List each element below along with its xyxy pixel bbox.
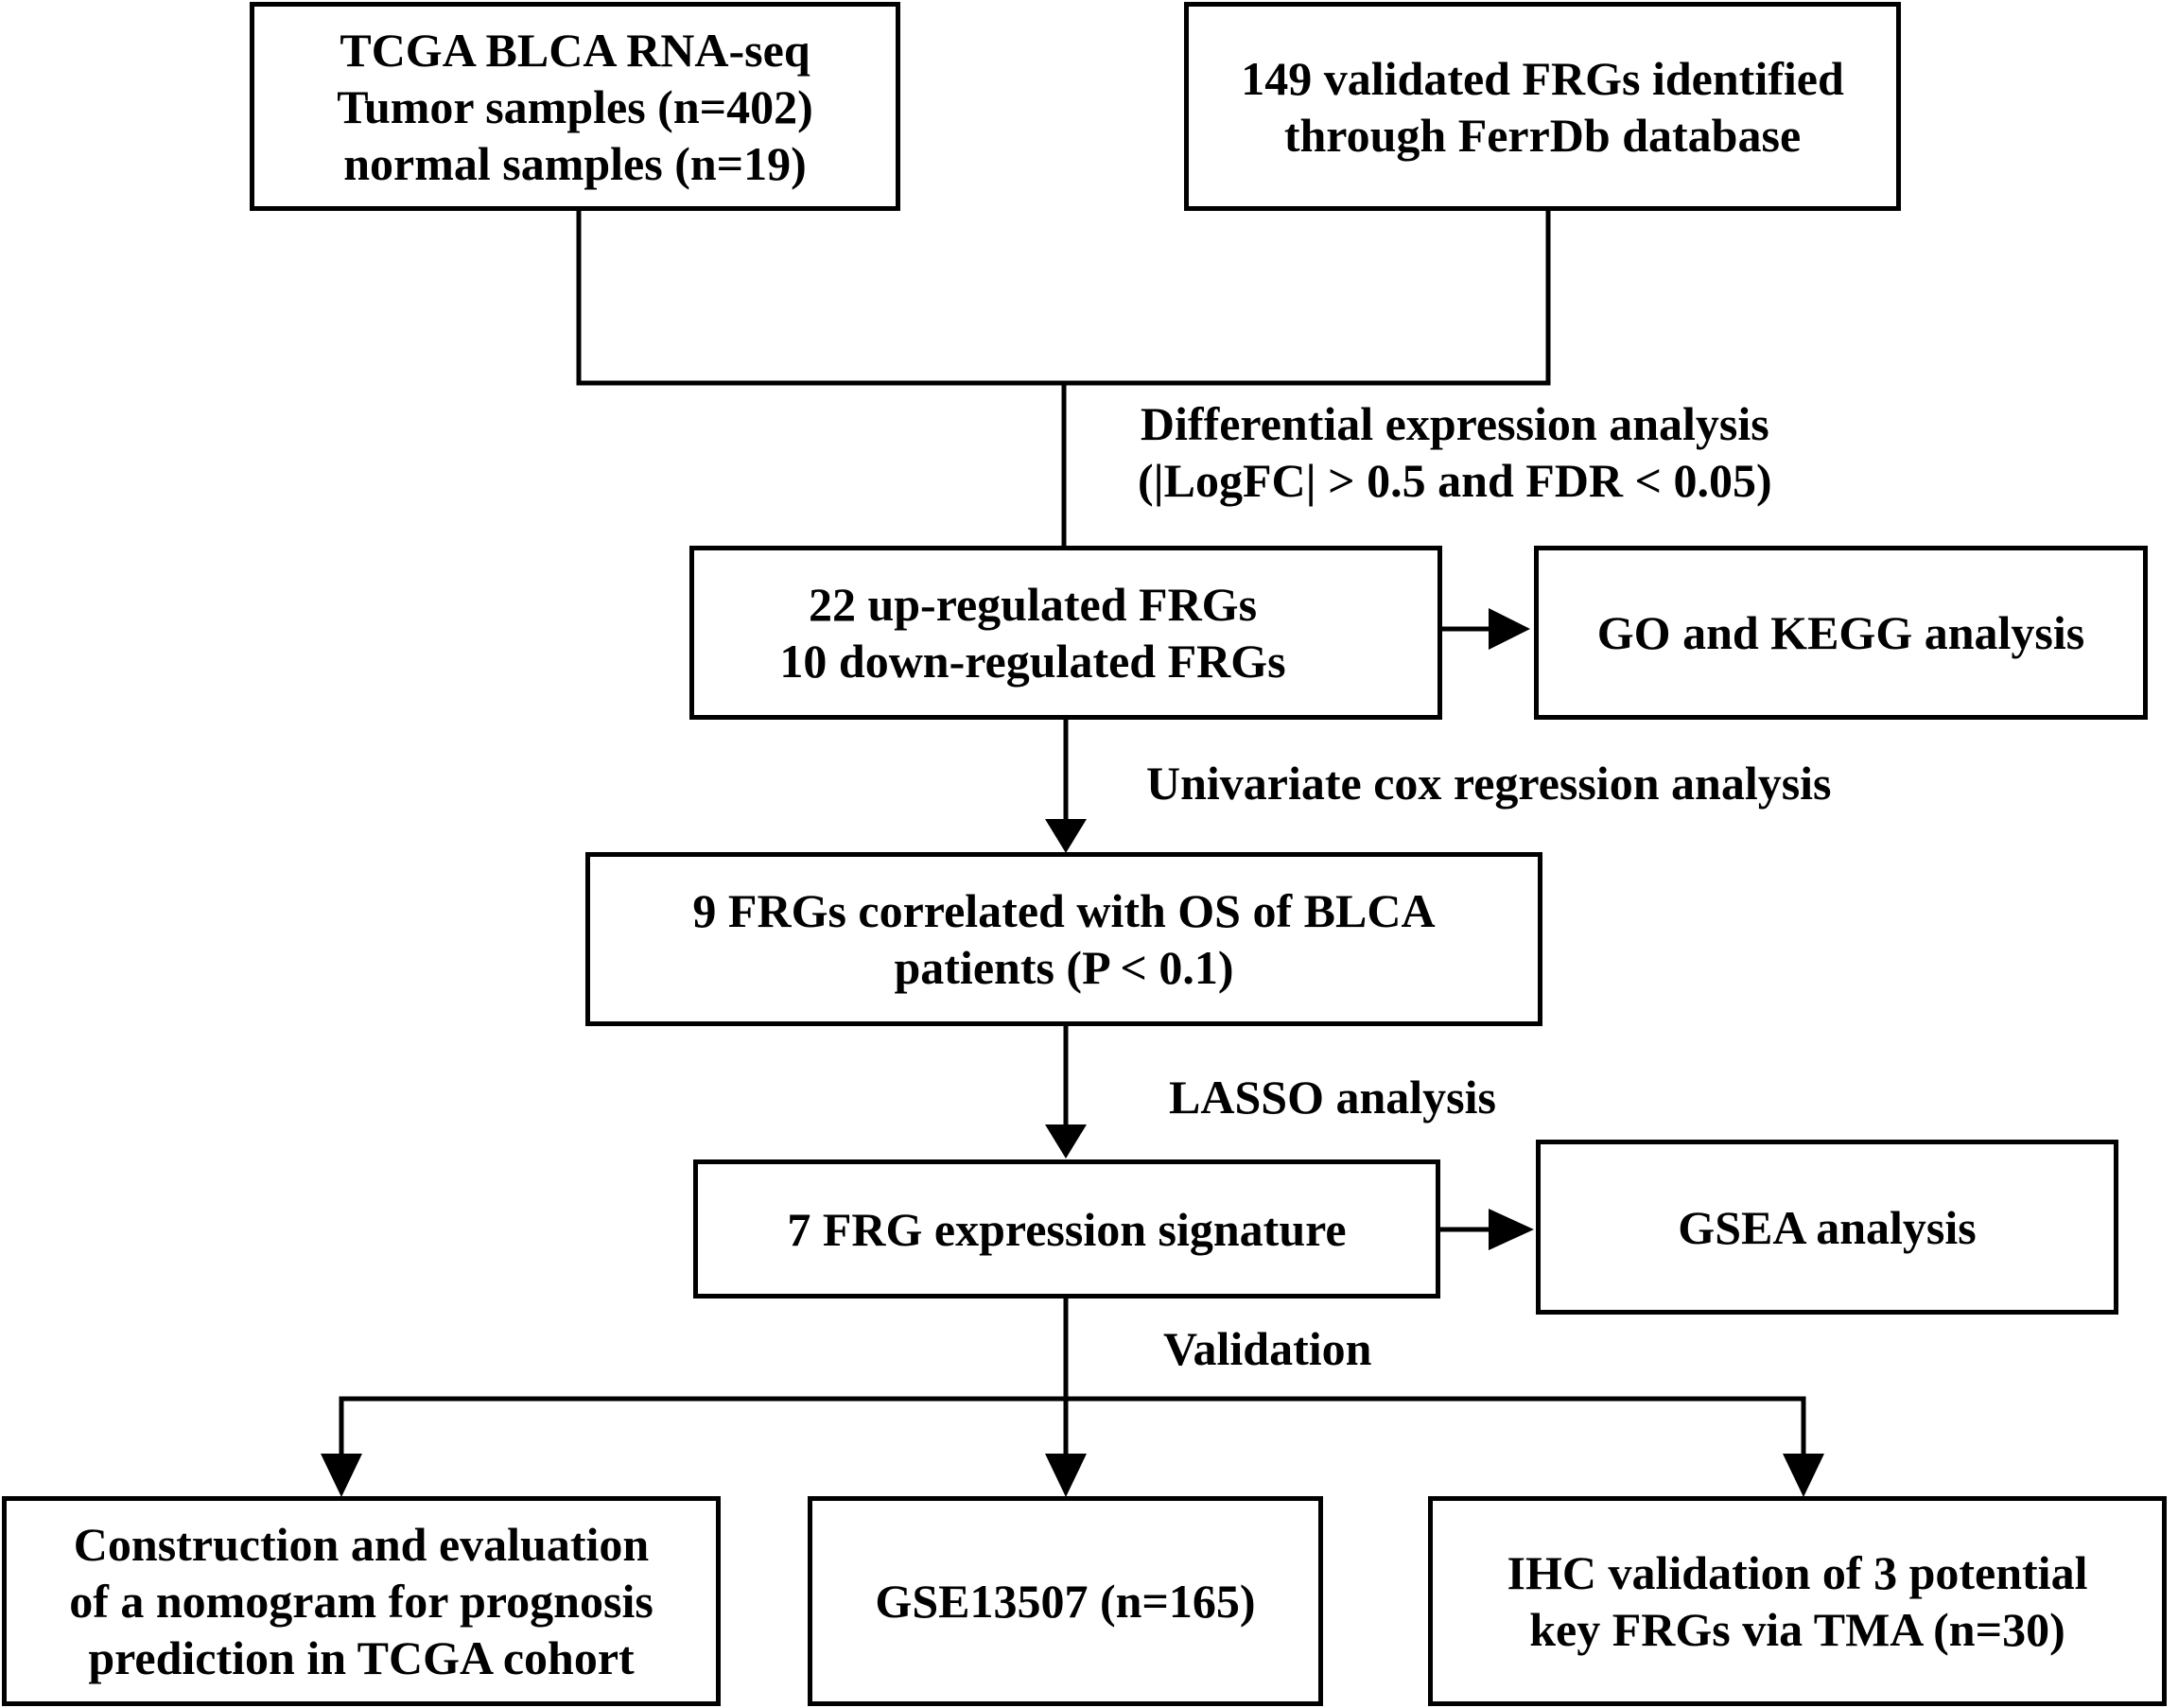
label-lasso-line-1: LASSO analysis [1169, 1071, 1496, 1124]
box-go-kegg-line-1: GO and KEGG analysis [1596, 606, 2085, 659]
box-frg-signature: 7 FRG expression signature [693, 1159, 1440, 1298]
box-os-frgs-line-2: patients (P < 0.1) [894, 941, 1234, 994]
label-lasso: LASSO analysis [1169, 1069, 1496, 1125]
box-ihc-validation-line-2: key FRGs via TMA (n=30) [1529, 1603, 2065, 1656]
box-deg-frgs-line-2: 10 down-regulated FRGs [779, 635, 1286, 688]
label-validation: Validation [1163, 1320, 1371, 1377]
arrowhead-to-nomogram [321, 1454, 362, 1497]
box-ferrdb-frgs-line-2: through FerrDb database [1283, 108, 1802, 162]
label-differential-expression-line-2: (|LogFC| > 0.5 and FDR < 0.05) [1138, 454, 1772, 507]
box-frg-signature-line-1: 7 FRG expression signature [787, 1202, 1347, 1256]
label-differential-expression: Differential expression analysis(|LogFC|… [1138, 395, 1772, 509]
box-tcga-rnaseq-line-1: TCGA BLCA RNA-seq [340, 23, 810, 77]
arrowhead-to-ihc [1783, 1454, 1824, 1497]
box-nomogram-line-2: of a nomogram for prognosis [69, 1575, 653, 1628]
arrowhead-to-gokegg [1489, 608, 1530, 650]
label-differential-expression-line-1: Differential expression analysis [1140, 397, 1769, 450]
arrowhead-to-gsea [1489, 1209, 1534, 1250]
connector-merge-inputs [576, 207, 1551, 386]
box-tcga-rnaseq-line-2: Tumor samples (n=402) [337, 79, 813, 133]
arrowhead-to-signature [1045, 1124, 1087, 1159]
label-univariate-cox: Univariate cox regression analysis [1146, 755, 1832, 811]
box-go-kegg: GO and KEGG analysis [1534, 546, 2148, 720]
box-gse13507-line-1: GSE13507 (n=165) [875, 1575, 1256, 1628]
box-gsea-line-1: GSEA analysis [1678, 1200, 1977, 1254]
box-ferrdb-frgs-line-1: 149 validated FRGs identified [1241, 51, 1844, 105]
arrowhead-to-gse [1045, 1454, 1087, 1497]
box-tcga-rnaseq-line-3: normal samples (n=19) [343, 136, 807, 190]
box-os-frgs-line-1: 9 FRGs correlated with OS of BLCA [692, 884, 1436, 937]
box-ihc-validation-line-1: IHC validation of 3 potential [1507, 1546, 2088, 1599]
box-nomogram-line-1: Construction and evaluation [73, 1518, 650, 1571]
box-gse13507: GSE13507 (n=165) [808, 1496, 1323, 1706]
arrowhead-to-os [1045, 819, 1087, 853]
label-univariate-cox-line-1: Univariate cox regression analysis [1146, 757, 1832, 810]
box-deg-frgs-line-1: 22 up-regulated FRGs [808, 578, 1258, 631]
box-nomogram-line-3: prediction in TCGA cohort [88, 1631, 635, 1684]
label-validation-line-1: Validation [1163, 1322, 1372, 1375]
box-gsea: GSEA analysis [1536, 1140, 2118, 1315]
